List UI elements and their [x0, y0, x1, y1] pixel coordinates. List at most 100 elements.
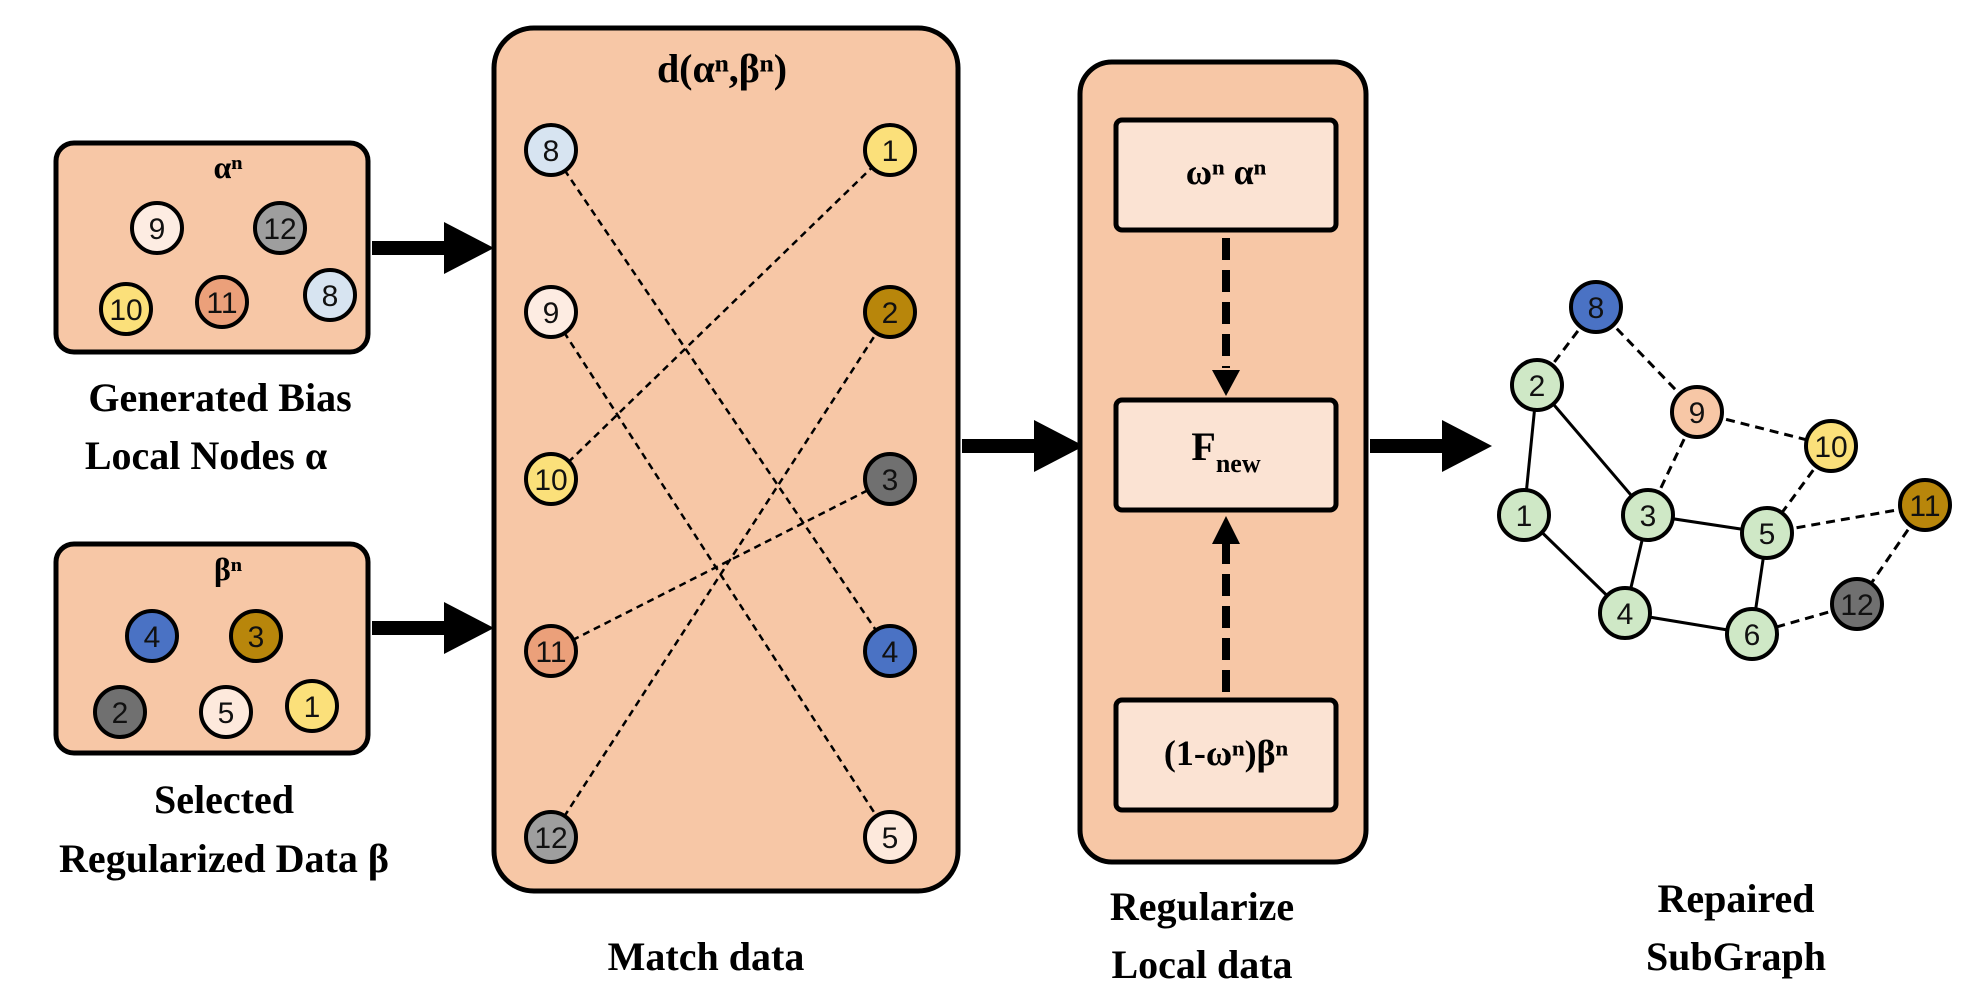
alpha-node-10: 10 [99, 282, 153, 336]
match-caption: Match data [608, 934, 805, 979]
graph-node-5-circle [1740, 506, 1794, 560]
match-line-11-3 [550, 477, 891, 653]
graph-node-8-circle [1569, 280, 1623, 334]
dashed-arrow-up-head [1212, 516, 1240, 544]
match-left-node-9-label: 9 [543, 297, 560, 330]
match-right-node-1: 1 [863, 123, 917, 177]
graph-node-4-circle [1598, 586, 1652, 640]
match-right-node-3: 3 [863, 452, 917, 506]
dashed-arrow-down-head [1212, 370, 1240, 396]
match-left-node-11: 11 [524, 624, 578, 678]
alpha-node-11-label: 11 [206, 287, 237, 320]
beta-node-2-label: 2 [112, 697, 129, 730]
graph-node-10-circle [1804, 419, 1858, 473]
alpha-node-8-label: 8 [322, 280, 339, 313]
graph-node-1: 1 [1497, 488, 1551, 542]
beta-node-3-label: 3 [248, 621, 265, 654]
match-left-node-9: 9 [524, 285, 578, 339]
match-right-node-5: 5 [863, 810, 917, 864]
graph-node-12-label: 12 [1840, 589, 1873, 622]
match-panel [491, 25, 961, 894]
graph-node-3-circle [1621, 488, 1675, 542]
match-right-node-1-label: 1 [882, 135, 899, 168]
regularize-caption-line1: Regularize [1110, 884, 1294, 929]
graph-node-8: 8 [1569, 280, 1623, 334]
match-left-node-12-label: 12 [534, 822, 567, 855]
graph-node-6-label: 6 [1744, 619, 1761, 652]
graph-node-2: 2 [1510, 358, 1564, 412]
alpha-node-10-circle [99, 282, 153, 336]
match-right-node-3-circle [863, 452, 917, 506]
beta-node-5-label: 5 [218, 697, 235, 730]
graph-node-11-circle [1898, 478, 1952, 532]
match-lines [549, 149, 892, 838]
match-right-node-4-label: 4 [882, 636, 899, 669]
alpha-node-11: 11 [195, 275, 249, 329]
graph-dashed-edge-5-11 [1766, 503, 1926, 535]
match-panel-title: d(αⁿ,βⁿ) [657, 46, 787, 91]
alpha-box-title: αⁿ [214, 149, 243, 185]
match-left-node-11-label: 11 [535, 636, 566, 669]
graph-node-8-label: 8 [1588, 292, 1605, 325]
beta-node-3: 3 [229, 609, 283, 663]
beta-node-1: 1 [285, 679, 339, 733]
beta-nodes: 4 3 2 5 1 [93, 609, 339, 739]
match-line-8-4 [549, 149, 892, 652]
match-right-node-4: 4 [863, 624, 917, 678]
match-left-node-8-label: 8 [543, 135, 560, 168]
graph-node-9-label: 9 [1689, 397, 1706, 430]
graph-node-3-label: 3 [1640, 500, 1657, 533]
alpha-node-12: 12 [253, 201, 307, 255]
match-line-10-1 [550, 149, 891, 480]
alpha-node-9-circle [130, 201, 184, 255]
beta-node-5-circle [199, 685, 253, 739]
match-left-node-10: 10 [524, 452, 578, 506]
regularize-group: ωⁿ αⁿ Fnew (1-ωⁿ)βⁿ Regularize Local dat… [1077, 59, 1369, 987]
f-new-text: Fnew [1191, 424, 1260, 478]
match-left-node-9-circle [524, 285, 578, 339]
arrow-regularize-to-graph-head [1442, 420, 1492, 472]
alpha-caption-line1: Generated Bias [88, 375, 351, 420]
beta-node-4-circle [125, 609, 179, 663]
beta-node-2: 2 [93, 685, 147, 739]
match-line-12-2 [549, 311, 892, 838]
alpha-node-12-label: 12 [263, 213, 296, 246]
beta-node-5: 5 [199, 685, 253, 739]
graph-node-6: 6 [1725, 607, 1779, 661]
f-new-main: F [1191, 424, 1215, 469]
match-left-node-12: 12 [524, 810, 578, 864]
graph-node-6-circle [1725, 607, 1779, 661]
alpha-node-12-circle [253, 201, 307, 255]
alpha-node-8-circle [303, 268, 357, 322]
beta-node-4: 4 [125, 609, 179, 663]
graph-caption-line2: SubGraph [1646, 934, 1826, 979]
beta-node-1-label: 1 [304, 691, 321, 724]
beta-node-2-circle [93, 685, 147, 739]
match-left-node-10-circle [524, 452, 578, 506]
graph-node-5-label: 5 [1759, 518, 1776, 551]
arrow-beta-to-match-head [444, 602, 494, 654]
arrow-match-to-regularize-head [1034, 420, 1084, 472]
graph-caption-line1: Repaired [1657, 876, 1814, 921]
weighted-beta-box [1113, 697, 1339, 813]
match-right-node-2: 2 [863, 285, 917, 339]
weighted-alpha-box [1113, 117, 1339, 233]
beta-caption-line2: Regularized Data β [59, 836, 389, 881]
match-right-node-2-label: 2 [882, 297, 899, 330]
match-right-node-2-circle [863, 285, 917, 339]
graph-node-2-label: 2 [1529, 370, 1546, 403]
graph-node-12-circle [1830, 577, 1884, 631]
graph-node-11: 11 [1898, 478, 1952, 532]
regularize-caption-line2: Local data [1111, 942, 1292, 987]
match-left-node-8-circle [524, 123, 578, 177]
graph-edge-2-3 [1535, 384, 1650, 516]
graph-node-1-circle [1497, 488, 1551, 542]
beta-node-1-circle [285, 679, 339, 733]
graph-node-9-circle [1670, 385, 1724, 439]
